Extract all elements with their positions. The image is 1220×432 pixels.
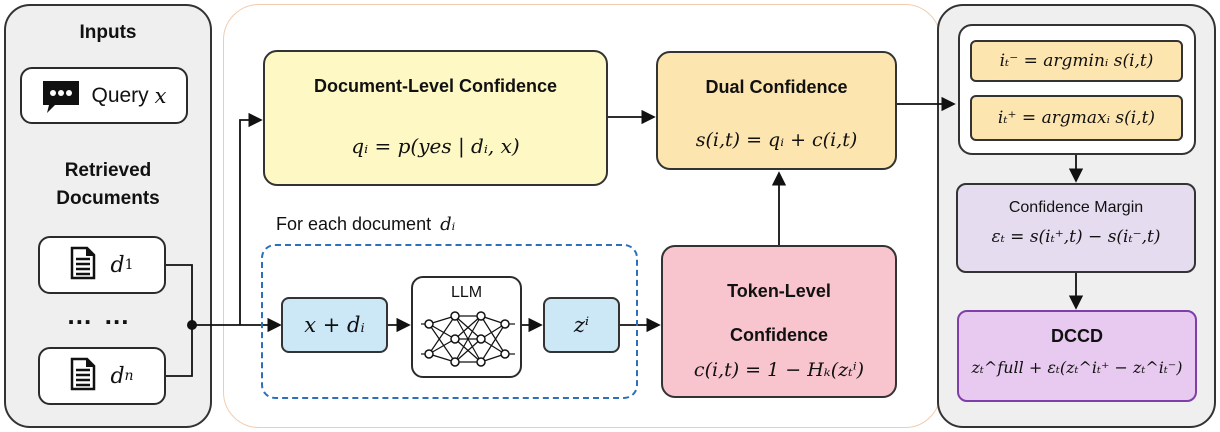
token-level-confidence-box: Token-Level Confidence c(i,t) = 1 − Hₖ(z… — [661, 245, 897, 398]
document-level-formula: qᵢ = p(yes | dᵢ, x) — [351, 134, 520, 158]
neural-network-icon — [421, 311, 515, 367]
confidence-margin-title: Confidence Margin — [1008, 199, 1144, 216]
document-icon — [70, 246, 96, 285]
document-icon — [70, 357, 96, 396]
docn-var: d — [110, 363, 125, 389]
llm-output-box: zⁱ — [543, 297, 620, 353]
confidence-margin-formula: εₜ = s(iₜ⁺,t) − s(iₜ⁻,t) — [991, 227, 1161, 247]
docn-connector — [166, 325, 193, 377]
retrieved-title: Retrieved Documents — [4, 157, 212, 213]
per-document-text: For each document — [276, 214, 432, 234]
dual-confidence-formula: s(i,t) = qᵢ + c(i,t) — [695, 129, 858, 151]
confidence-margin-box: Confidence Margin εₜ = s(iₜ⁺,t) − s(iₜ⁻,… — [956, 183, 1196, 273]
token-level-title-line2: Confidence — [729, 325, 828, 345]
dccd-formula: zₜ^full + εₜ(zₜ^iₜ⁺ − zₜ^iₜ⁻) — [971, 358, 1183, 377]
docn-sub: n — [124, 368, 134, 384]
token-level-title: Token-Level Confidence — [663, 269, 895, 357]
doc1-sub: 1 — [124, 257, 134, 273]
document-level-confidence-box: Document-Level Confidence qᵢ = p(yes | d… — [263, 50, 608, 186]
dccd-title: DCCD — [1051, 326, 1103, 346]
chat-icon — [41, 79, 81, 113]
ellipsis: … … — [66, 300, 132, 330]
llm-box: LLM — [411, 276, 522, 378]
query-var: x — [154, 83, 167, 108]
document-level-title: Document-Level Confidence — [313, 76, 558, 96]
argmax-box: iₜ⁺ = argmaxᵢ s(i,t) — [970, 95, 1183, 141]
token-level-formula: c(i,t) = 1 − Hₖ(zₜⁱ) — [693, 359, 865, 381]
per-document-var: dᵢ — [440, 214, 456, 235]
llm-label: LLM — [450, 284, 483, 301]
junction-dot — [187, 320, 197, 330]
retrieved-title-line1: Retrieved — [64, 160, 152, 181]
inputs-title: Inputs — [79, 22, 137, 43]
dual-confidence-title: Dual Confidence — [705, 77, 848, 97]
per-document-group — [261, 244, 638, 399]
dccd-box: DCCD zₜ^full + εₜ(zₜ^iₜ⁺ − zₜ^iₜ⁻) — [957, 310, 1197, 402]
retrieved-title-line2: Documents — [56, 188, 160, 209]
dual-confidence-box: Dual Confidence s(i,t) = qᵢ + c(i,t) — [656, 51, 897, 170]
query-label: Query — [91, 83, 149, 107]
token-level-title-line1: Token-Level — [727, 281, 831, 301]
query-doc-input-box: x + dᵢ — [281, 297, 388, 353]
query-box: Query x — [20, 67, 188, 124]
doc1-connector — [166, 264, 193, 325]
doc1-var: d — [110, 252, 125, 278]
per-document-label: For each document dᵢ — [276, 214, 455, 235]
argmin-box: iₜ⁻ = argminᵢ s(i,t) — [970, 40, 1183, 82]
to-doclevel-arrow — [239, 112, 263, 325]
